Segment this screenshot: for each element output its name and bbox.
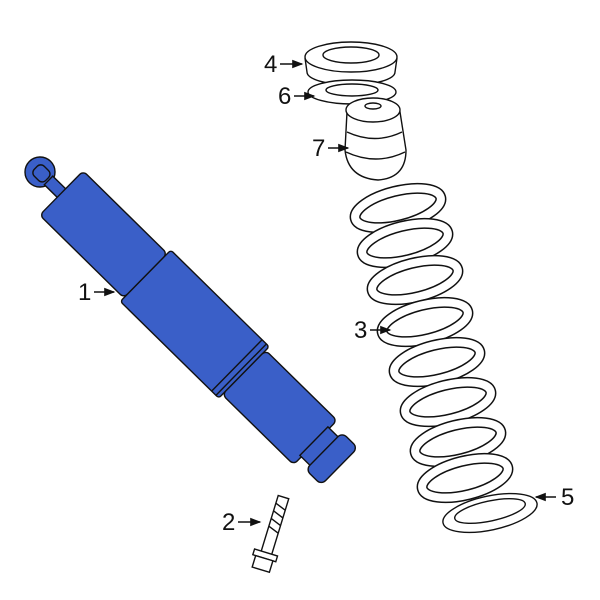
callout-3-label: 3 — [354, 317, 367, 344]
coil-spring[interactable] — [349, 181, 514, 505]
callout-4[interactable]: 4 — [264, 51, 304, 78]
callout-6-label: 6 — [278, 83, 291, 110]
mounting-bolt[interactable] — [249, 493, 294, 574]
spring-coil — [390, 338, 484, 386]
callout-3[interactable]: 3 — [354, 317, 392, 344]
shock-absorber[interactable] — [4, 136, 365, 492]
jounce-bumper[interactable] — [344, 97, 407, 181]
spring-coil — [418, 454, 512, 502]
callout-5[interactable]: 5 — [534, 484, 574, 511]
callout-1[interactable]: 1 — [78, 279, 116, 306]
callout-5-label: 5 — [561, 484, 574, 511]
callout-7[interactable]: 7 — [312, 135, 350, 162]
lower-spring-insulator[interactable] — [440, 486, 541, 539]
spring-coil — [401, 378, 495, 426]
callout-2-label: 2 — [222, 509, 235, 536]
callout-6[interactable]: 6 — [278, 83, 316, 110]
upper-spring-mount[interactable] — [304, 41, 398, 86]
callout-4-label: 4 — [264, 51, 277, 78]
callout-7-label: 7 — [312, 135, 325, 162]
callout-2[interactable]: 2 — [222, 509, 262, 536]
callout-1-label: 1 — [78, 279, 91, 306]
spring-coil — [368, 256, 462, 304]
